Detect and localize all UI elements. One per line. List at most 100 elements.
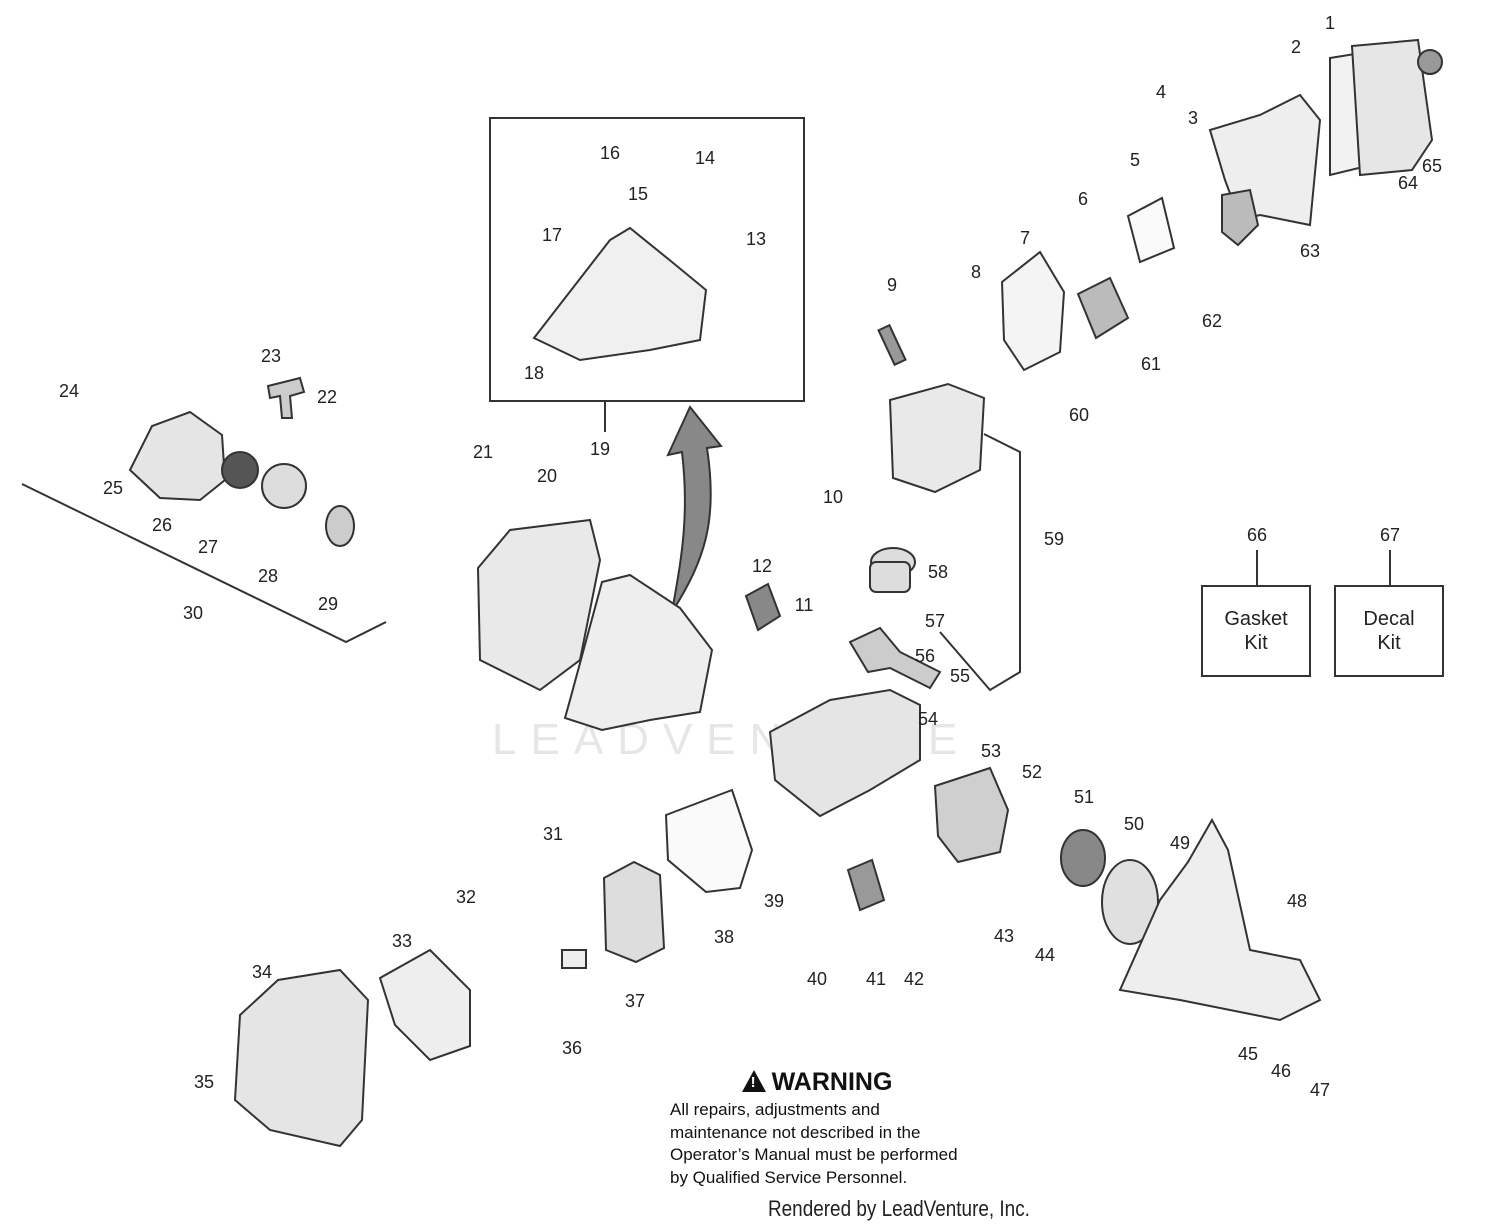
callout-63: 63 [1300, 241, 1320, 261]
bracket-30 [21, 483, 387, 644]
bracket-59 [939, 433, 1021, 692]
callout-40: 40 [807, 969, 827, 989]
part-19-fuel-tank [563, 573, 714, 732]
curved-arrow-icon [666, 405, 723, 613]
part-7-shield [1000, 250, 1066, 372]
callout-12: 12 [752, 556, 772, 576]
part-36-plate [561, 949, 587, 969]
callout-44: 44 [1035, 945, 1055, 965]
callout-58: 58 [928, 562, 948, 582]
part-35-guard [233, 968, 370, 1148]
callout-10: 10 [823, 487, 843, 507]
part-49-housing [1118, 817, 1322, 1022]
callout-17: 17 [542, 225, 562, 245]
callout-67: 67 [1380, 525, 1400, 545]
callout-48: 48 [1287, 891, 1307, 911]
callout-19: 19 [590, 439, 610, 459]
callout-7: 7 [1020, 228, 1030, 248]
callout-42: 42 [904, 969, 924, 989]
callout-20: 20 [537, 466, 557, 486]
callout-49: 49 [1170, 833, 1190, 853]
part-28-pawl [325, 505, 355, 547]
callout-26: 26 [152, 515, 172, 535]
callout-37: 37 [625, 991, 645, 1011]
callout-51: 51 [1074, 787, 1094, 807]
warning-notice: WARNING All repairs, adjustments and mai… [670, 1068, 970, 1189]
callout-14: 14 [695, 148, 715, 168]
callout-16: 16 [600, 143, 620, 163]
callout-30: 30 [183, 603, 203, 623]
callout-43: 43 [994, 926, 1014, 946]
callout-54: 54 [918, 709, 938, 729]
callout-11: 11 [795, 595, 814, 615]
callout-50: 50 [1124, 814, 1144, 834]
callout-36: 36 [562, 1038, 582, 1058]
callout-66: 66 [1247, 525, 1267, 545]
callout-29: 29 [318, 594, 338, 614]
callout-2: 2 [1291, 37, 1301, 57]
callout-35: 35 [194, 1072, 214, 1092]
callout-1: 1 [1325, 13, 1335, 33]
part-33-cover [378, 948, 471, 1062]
callout-15: 15 [628, 184, 648, 204]
callout-55: 55 [950, 666, 970, 686]
callout-62: 62 [1202, 311, 1222, 331]
callout-65: 65 [1422, 156, 1442, 176]
part-20-fan-housing [476, 518, 602, 692]
part-51-clutch [1060, 829, 1106, 887]
callout-18: 18 [524, 363, 544, 383]
callout-9: 9 [887, 275, 897, 295]
part-12-mount [744, 582, 782, 632]
callout-45: 45 [1238, 1044, 1258, 1064]
callout-13: 13 [746, 229, 766, 249]
part-54-crankcase [768, 688, 921, 818]
warning-title: WARNING [664, 1068, 970, 1097]
part-50-drum [1101, 859, 1159, 945]
callout-3: 3 [1188, 108, 1198, 128]
fuel-tank-inset-box [489, 117, 805, 402]
callout-57: 57 [925, 611, 945, 631]
callout-25: 25 [103, 478, 123, 498]
callout-8: 8 [971, 262, 981, 282]
part-27-pulley [261, 463, 307, 509]
part-62-carb [1221, 188, 1260, 247]
part-64-cover [1350, 38, 1434, 177]
callout-47: 47 [1310, 1080, 1330, 1100]
callout-24: 24 [59, 381, 79, 401]
part-25-starter-housing [128, 410, 227, 502]
callout-33: 33 [392, 931, 412, 951]
callout-5: 5 [1130, 150, 1140, 170]
part-38-shield [664, 788, 754, 894]
callout-59: 59 [1044, 529, 1064, 549]
callout-46: 46 [1271, 1061, 1291, 1081]
callout-6: 6 [1078, 189, 1088, 209]
part-26-spring [221, 451, 259, 489]
callout-52: 52 [1022, 762, 1042, 782]
part-53-flywheel [933, 766, 1010, 864]
part-6-intake [1076, 276, 1130, 340]
callout-64: 64 [1398, 173, 1418, 193]
callout-28: 28 [258, 566, 278, 586]
callout-38: 38 [714, 927, 734, 947]
callout-27: 27 [198, 537, 218, 557]
part-58-piston [869, 561, 911, 593]
callout-61: 61 [1141, 354, 1161, 374]
callout-31: 31 [543, 824, 563, 844]
callout-53: 53 [981, 741, 1001, 761]
callout-21: 21 [473, 442, 493, 462]
callout-32: 32 [456, 887, 476, 907]
part-5-gasket [1126, 196, 1176, 264]
footer-credit: Rendered by LeadVenture, Inc. [768, 1196, 1030, 1221]
warning-body: All repairs, adjustments and maintenance… [670, 1100, 958, 1187]
callout-22: 22 [317, 387, 337, 407]
callout-23: 23 [261, 346, 281, 366]
part-23-handle [266, 376, 306, 419]
part-9-plug [877, 323, 907, 367]
part-37-muffler [602, 860, 666, 964]
callout-56: 56 [915, 646, 935, 666]
part-41-module [846, 858, 886, 912]
warning-triangle-icon [741, 1070, 766, 1092]
part-56-crank [848, 626, 942, 690]
gasket-kit-box: Gasket Kit [1201, 585, 1311, 677]
